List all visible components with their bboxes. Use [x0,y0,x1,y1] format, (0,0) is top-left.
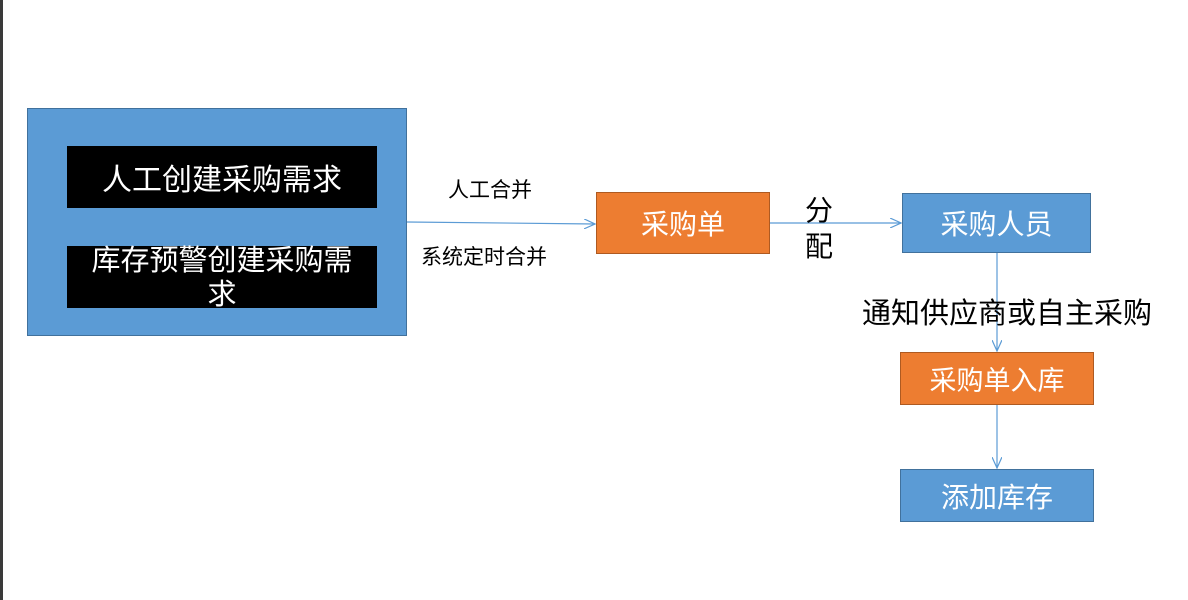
arrow-requests-to-order [406,222,595,224]
purchase-order-node: 采购单 [596,192,770,254]
order-instock-node: 采购单入库 [900,352,1094,405]
alert-request-node: 库存预警创建采购需求 [67,243,377,311]
purchaser-label: 采购人员 [940,208,1053,241]
edge-label-assign: 分配 [805,194,834,263]
left-border-line [0,0,3,600]
edge-label-manual-merge: 人工合并 [448,178,532,202]
add-inventory-node: 添加库存 [900,469,1094,522]
manual-request-label: 人工创建采购需求 [102,163,342,198]
alert-request-label: 库存预警创建采购需求 [91,243,353,311]
manual-request-node: 人工创建采购需求 [67,146,377,208]
edge-label-system-merge: 系统定时合并 [421,245,547,269]
edge-label-notify: 通知供应商或自主采购 [862,296,1153,330]
order-instock-label: 采购单入库 [929,366,1065,397]
purchase-order-label: 采购单 [640,208,725,241]
purchaser-node: 采购人员 [902,193,1091,253]
add-inventory-label: 添加库存 [940,480,1053,514]
